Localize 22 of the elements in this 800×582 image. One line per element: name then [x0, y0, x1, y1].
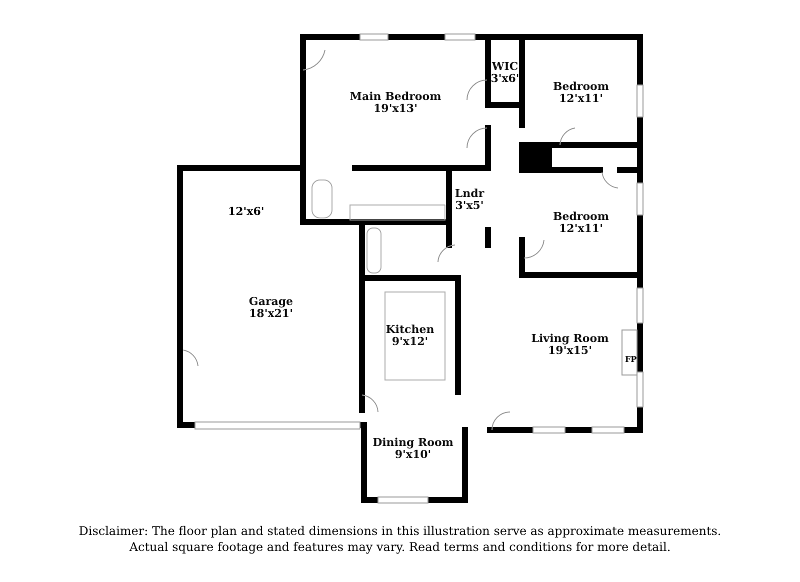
room-name: Garage	[248, 296, 294, 308]
disclaimer-text: Actual square footage and features may vary. Read terms and conditions for more detail.	[129, 540, 671, 554]
room-dimensions: 9'x10'	[394, 448, 432, 460]
room-name: Bedroom	[552, 210, 610, 222]
room-dimensions: 12'x11'	[559, 222, 603, 234]
room-dimensions: 18'x21'	[249, 308, 293, 320]
room-name: Lndr	[454, 188, 484, 200]
room-name: Kitchen	[386, 324, 434, 336]
disclaimer-text: Disclaimer: The floor plan and stated dimensions in this illustration serve as approximate measurements.	[78, 524, 722, 538]
fireplace-label: FP	[625, 354, 637, 364]
room-name: Dining Room	[372, 436, 454, 448]
room-name: Main Bedroom	[350, 90, 442, 102]
room-name: Bedroom	[552, 80, 610, 92]
room-dimensions: 19'x13'	[374, 102, 418, 114]
room-dimensions: 12'x11'	[559, 92, 603, 104]
room-dimensions: 9'x12'	[392, 336, 428, 348]
room-name: WIC	[492, 60, 518, 72]
room-dimensions: 3'x5'	[455, 200, 484, 212]
room-dimensions: 19'x15'	[548, 345, 592, 357]
room-name: Living Room	[531, 333, 609, 345]
room-dimensions: 12'x6'	[228, 205, 264, 218]
room-dimensions: 3'x6'	[490, 72, 520, 84]
